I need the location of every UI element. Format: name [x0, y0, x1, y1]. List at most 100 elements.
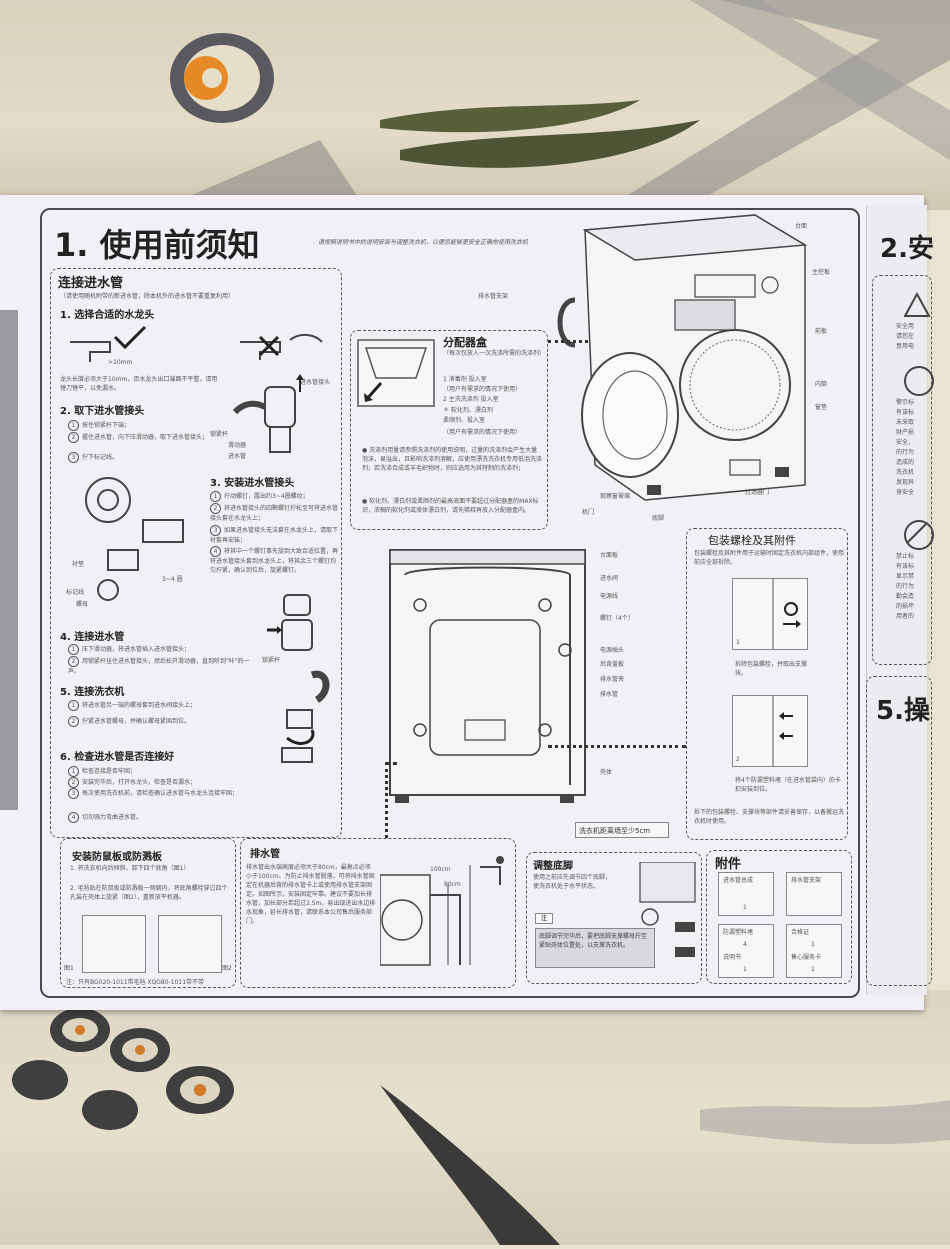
- label-base: 底脚: [652, 515, 665, 522]
- accessory-plug-caps-qty: 4: [743, 941, 747, 948]
- accessories-title: 附件: [715, 857, 742, 872]
- dispenser-subtitle: （每次仅放入一次洗涤所需的洗涤剂）: [443, 350, 546, 357]
- drain-label-100: 100cm: [430, 866, 451, 873]
- accessory-cert-qty: 1: [811, 941, 815, 948]
- label-gasket: 衬垫: [72, 561, 85, 568]
- inlet-hose-panel: [50, 268, 342, 838]
- accessory-cert-label: 合格证: [791, 929, 810, 936]
- bolt-removal-icon: [772, 579, 801, 649]
- rodent-fig1-label: 图1: [64, 965, 74, 972]
- label-slider: 滑动器: [228, 442, 247, 449]
- accessory-inlet-hose-qty: 1: [743, 904, 747, 911]
- cloth-pattern-bottom: [12, 1008, 950, 1245]
- right-line-9: 的行为: [896, 449, 915, 456]
- label-door: 机门: [582, 509, 595, 516]
- cloth-background-bottom: [0, 990, 950, 1245]
- hose-connection-illustration: [267, 594, 330, 763]
- cloth-pattern: [170, 0, 950, 200]
- label-control-panel: 主控板: [812, 269, 831, 276]
- next-page-panel: [872, 275, 932, 665]
- drain-height-illustration: [380, 856, 504, 966]
- right-line-2: 请您在: [896, 333, 915, 340]
- feet-illustration: [639, 862, 696, 957]
- dispenser-item-1: 1 消毒剂 投入室: [443, 376, 487, 383]
- dotted-line-to-bolts: [548, 745, 686, 748]
- dispenser-item-3: 2 主洗洗涤剂 投入室: [443, 396, 499, 403]
- right-line-19: 的损坏: [896, 603, 915, 610]
- washer-front-illustration: [557, 214, 808, 501]
- washer-back-illustration: [389, 549, 586, 803]
- step3-title: 3. 安装进水管接头: [210, 478, 295, 489]
- accessory-plug-caps: 防漏塑料堵 4 说明书 1: [718, 924, 774, 978]
- bolts-fig1-num: 1: [736, 639, 740, 646]
- rodent-fig2-label: 图2: [222, 965, 232, 972]
- inlet-subtitle: （请使用随机附带的新进水管，除本机外的进水管不要重复利用）: [60, 293, 235, 300]
- dispenser-title: 分配器盒: [443, 336, 487, 349]
- label-inner-drum: 内筒: [815, 381, 828, 388]
- right-line-3: 意用电: [896, 343, 915, 350]
- dispenser-item-5: 柔顺剂、投入室: [443, 417, 486, 424]
- right-line-1: 安全用: [896, 323, 915, 330]
- step1-title: 1. 选择合适的水龙头: [60, 310, 155, 321]
- prohibit-circle-icon: [904, 520, 934, 550]
- label-front-panel: 前板: [815, 328, 828, 335]
- next-section-title: 2.安: [880, 234, 934, 264]
- folded-edge: [0, 310, 18, 810]
- right-line-6: 未采取: [896, 419, 915, 426]
- right-line-20: 用者的: [896, 613, 915, 620]
- drain-label-80: 80cm: [444, 881, 461, 888]
- right-line-16: 显示禁: [896, 573, 915, 580]
- label-drain-bracket: 排水管支架: [478, 293, 509, 300]
- bolts-title: 包装螺栓及其附件: [708, 534, 796, 547]
- label-viewing-glass: 观察窗玻璃: [600, 493, 631, 500]
- label-power-cord: 电源线: [600, 593, 619, 600]
- label-plug: 电源插头: [600, 647, 625, 654]
- plug-install-icon: [772, 696, 793, 766]
- dispenser-note-1: ● 洗涤剂用量请参照洗涤剂的使用说明，过量的洗涤剂会产生大量泡沫，易溢出，且影响…: [362, 447, 543, 472]
- page-title: 1. 使用前须知: [54, 226, 260, 264]
- accessory-inlet-hose: 进水管总成 1: [718, 872, 774, 916]
- label-inlet-hose: 进水管: [228, 453, 247, 460]
- label-inlet-valve: 进水阀: [600, 575, 619, 582]
- label-filter-door: 过滤器门: [745, 489, 770, 496]
- label-top-back: 台面板: [600, 552, 619, 559]
- bolts-desc: 包装螺栓及其附件用于运输时固定洗衣机内部组件，使用前应全部拆除。: [694, 550, 845, 566]
- right-line-17: 的行为: [896, 583, 915, 590]
- right-line-14: 禁止标: [896, 553, 915, 560]
- cloth-background-top: [0, 0, 950, 210]
- feet-panel: [526, 852, 702, 984]
- dispenser-item-4: ＊ 软化剂、漂白剂: [443, 407, 493, 414]
- label-turns: 3~4 圈: [162, 576, 183, 583]
- dispenser-panel: [350, 330, 548, 530]
- caution-circle-icon: [904, 366, 934, 396]
- rodent-title: 安装防鼠板或防溅板: [72, 852, 162, 863]
- dotted-line-back-left: [385, 762, 397, 765]
- section-frame: [40, 208, 860, 998]
- bolts-figure-1: [732, 578, 808, 650]
- right-line-4: 警示标: [896, 399, 915, 406]
- accessory-manual-qty: 1: [743, 966, 747, 973]
- warning-triangle-icon: [903, 291, 931, 318]
- feet-note: 底脚调节完毕后，要把底脚支撑螺母拧至紧贴壳体位置处，以支撑洗衣机。: [535, 928, 655, 968]
- bolts-fig2-num: 2: [736, 756, 740, 763]
- step6-title: 6. 检查进水管是否连接好: [60, 752, 175, 763]
- accessory-inlet-hose-label: 进水管总成: [723, 877, 754, 884]
- rodent-figure-2: [158, 915, 222, 973]
- feet-note-tag: 注: [535, 913, 553, 924]
- step4-title: 4. 连接进水管: [60, 632, 125, 643]
- next-page-panel-2: [866, 676, 932, 986]
- rodent-plate-panel: [60, 838, 236, 988]
- label-seal: 窗垫: [815, 404, 828, 411]
- feet-text: 使用之前应先调节四个底脚，使洗衣机处于水平状态。: [533, 874, 612, 890]
- connector-disassembly-illustration: [85, 477, 184, 601]
